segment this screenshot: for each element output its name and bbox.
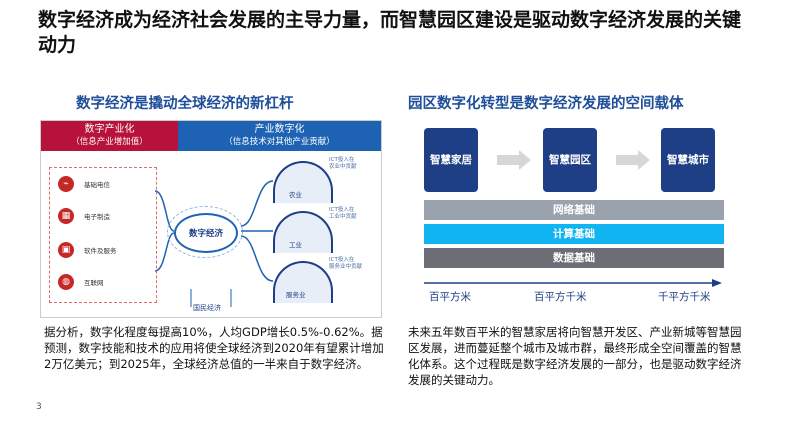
node-smart-city: 智慧城市 (661, 128, 715, 192)
digitalization-label: 产业数字化 (254, 124, 305, 135)
sector-note-line: 农业中贡献 (329, 164, 357, 170)
node-smart-park: 智慧园区 (543, 128, 597, 192)
industry-item: ⌁ 基础电信 (58, 174, 110, 194)
layer-data: 数据基础 (424, 248, 724, 268)
industry-label: 基础电信 (84, 181, 110, 189)
industry-label: 电子制造 (84, 213, 110, 221)
node-label: 智慧家居 (430, 154, 472, 166)
national-economy-label: 国民经济 (193, 304, 221, 312)
left-subtitle: 数字经济是撬动全球经济的新杠杆 (76, 96, 294, 112)
industrialization-label: 数字产业化 (84, 124, 135, 135)
right-subtitle: 园区数字化转型是数字经济发展的空间载体 (408, 96, 684, 112)
arrow-right-icon (616, 150, 650, 170)
sector-label: 农业 (289, 191, 302, 199)
left-paragraph: 据分析，数字化程度每提高10%，人均GDP增长0.5%-0.62%。据预测，数字… (44, 325, 384, 371)
industry-item: ▦ 电子制造 (58, 206, 110, 226)
figure-connectors (154, 180, 274, 307)
right-paragraph: 未来五年数百平米的智慧家居将向智慧开发区、产业新城等智慧园区发展，进而蔓延整个城… (408, 325, 742, 387)
sector-note-line: 工业中贡献 (329, 214, 357, 220)
node-label: 智慧城市 (667, 154, 709, 166)
scale-label: 千平方千米 (658, 291, 711, 303)
sector-agriculture (273, 161, 333, 203)
sector-label: 服务业 (286, 291, 306, 299)
layer-compute: 计算基础 (424, 224, 724, 244)
digital-economy-figure: 数字产业化 （信息产业增加值） 产业数字化 （信息技术对其他产业贡献） ⌁ 基础… (40, 120, 382, 318)
hub-ring (167, 206, 243, 258)
sector-label: 工业 (289, 241, 302, 249)
industrialization-sublabel: （信息产业增加值） (71, 137, 148, 147)
sector-note-line: ICT投入在 (329, 157, 355, 163)
slide-title: 数字经济成为经济社会发展的主导力量，而智慧园区建设是驱动数字经济发展的关键动力 (38, 9, 742, 56)
page-number: 3 (36, 402, 42, 412)
sector-note-line: ICT投入在 (329, 257, 355, 263)
sector-note: ICT投入在 工业中贡献 (329, 207, 357, 221)
industry-item: ◍ 互联网 (58, 272, 104, 292)
industry-label: 互联网 (84, 279, 104, 287)
industrialization-band: 数字产业化 （信息产业增加值） (41, 121, 178, 151)
antenna-icon: ⌁ (58, 176, 74, 192)
sector-note: ICT投入在 农业中贡献 (329, 157, 357, 171)
digitalization-sublabel: （信息技术对其他产业贡献） (224, 137, 335, 147)
arrow-right-icon (497, 150, 531, 170)
node-label: 智慧园区 (549, 154, 591, 166)
hub-digital-economy: 数字经济 (174, 213, 238, 253)
layer-network: 网络基础 (424, 200, 724, 220)
node-smart-home: 智慧家居 (424, 128, 478, 192)
scale-label: 百平方千米 (534, 291, 587, 303)
industry-item: ▣ 软件及服务 (58, 240, 117, 260)
chip-icon: ▦ (58, 208, 74, 224)
sector-services (273, 261, 333, 303)
globe-icon: ◍ (58, 274, 74, 290)
scale-label: 百平方米 (429, 291, 471, 303)
sector-note: ICT投入在 服务业中贡献 (329, 257, 362, 271)
industry-label: 软件及服务 (84, 247, 117, 255)
scale-arrow (424, 279, 722, 287)
industry-list: ⌁ 基础电信 ▦ 电子制造 ▣ 软件及服务 ◍ 互联网 (49, 167, 157, 303)
sector-note-line: ICT投入在 (329, 207, 355, 213)
digitalization-band: 产业数字化 （信息技术对其他产业贡献） (178, 121, 381, 151)
sector-note-line: 服务业中贡献 (329, 264, 363, 270)
disk-icon: ▣ (58, 242, 74, 258)
